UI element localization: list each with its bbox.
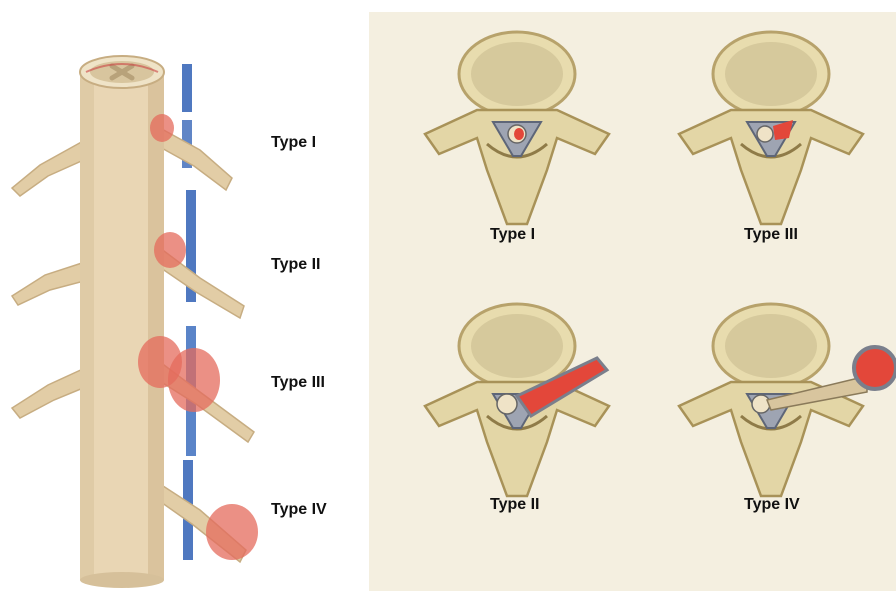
vertebra-type-3 xyxy=(679,32,863,224)
cyst-type-4 xyxy=(206,504,258,560)
right-label-type-1: Type I xyxy=(490,226,535,244)
spinal-cord xyxy=(80,56,164,588)
cyst-type-3b xyxy=(168,348,220,412)
right-label-type-2: Type II xyxy=(490,496,540,514)
cyst-type-2 xyxy=(154,232,186,268)
vertebra-type-2 xyxy=(425,304,609,496)
vertebra-panel: Type I Type III Type II Type IV xyxy=(369,12,896,591)
left-label-type-3: Type III xyxy=(271,374,325,392)
vertebra-illustrations xyxy=(369,12,896,591)
vertebra-type-4 xyxy=(679,304,896,496)
left-label-type-2: Type II xyxy=(271,256,321,274)
spinal-cord-panel: Type I Type II Type III Type IV xyxy=(0,0,360,591)
right-label-type-4: Type IV xyxy=(744,496,800,514)
left-label-type-1: Type I xyxy=(271,134,316,152)
dura-line xyxy=(182,64,196,560)
vertebra-type-1 xyxy=(425,32,609,224)
right-label-type-3: Type III xyxy=(744,226,798,244)
left-label-type-4: Type IV xyxy=(271,501,327,519)
cyst-type-1 xyxy=(150,114,174,142)
nerve-roots-left xyxy=(12,140,88,418)
